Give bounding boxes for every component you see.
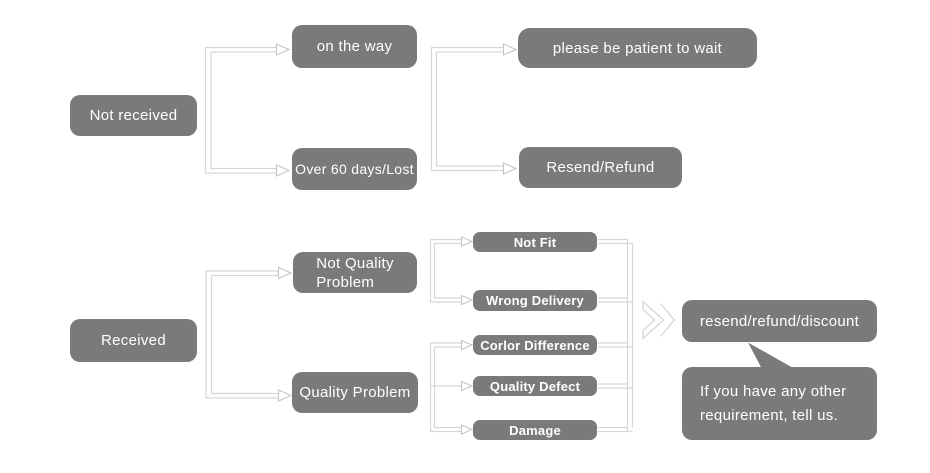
node-resend-refund-discount: resend/refund/discount (682, 300, 877, 342)
arrowhead-icon (460, 294, 474, 306)
node-wrong-delivery: Wrong Delivery (473, 290, 597, 311)
node-on-the-way: on the way (292, 25, 417, 68)
node-received: Received (70, 319, 197, 362)
node-quality-problem: Quality Problem (292, 372, 418, 413)
not-quality-bracket (429, 236, 474, 306)
speech-bubble-tail (748, 342, 795, 369)
speech-bubble-note: If you have any other requirement, tell … (682, 367, 877, 440)
received-bracket (205, 266, 293, 402)
node-corlor-difference: Corlor Difference (473, 335, 597, 355)
node-resend-refund: Resend/Refund (519, 147, 682, 188)
not-received-bracket (204, 43, 291, 177)
arrowhead-icon (502, 43, 518, 56)
double-chevron-icon (642, 300, 676, 340)
quality-bracket (429, 339, 474, 435)
arrowhead-icon (275, 164, 291, 177)
node-not-received: Not received (70, 95, 197, 136)
arrowhead-icon (277, 389, 293, 402)
node-please-be-patient: please be patient to wait (518, 28, 757, 68)
node-damage: Damage (473, 420, 597, 440)
arrowhead-icon (275, 43, 291, 56)
top-right-bracket (430, 43, 518, 175)
node-over-60-days-lost: Over 60 days/Lost (292, 148, 417, 190)
arrowhead-icon (502, 162, 518, 175)
node-not-fit: Not Fit (473, 232, 597, 252)
arrowhead-icon (277, 266, 293, 280)
reasons-collector (598, 238, 634, 433)
arrowhead-icon (460, 380, 474, 392)
arrowhead-icon (460, 236, 474, 247)
arrowhead-icon (460, 339, 474, 351)
node-quality-defect: Quality Defect (473, 376, 597, 396)
arrowhead-icon (460, 424, 474, 435)
node-not-quality-problem: Not Quality Problem (293, 252, 417, 293)
